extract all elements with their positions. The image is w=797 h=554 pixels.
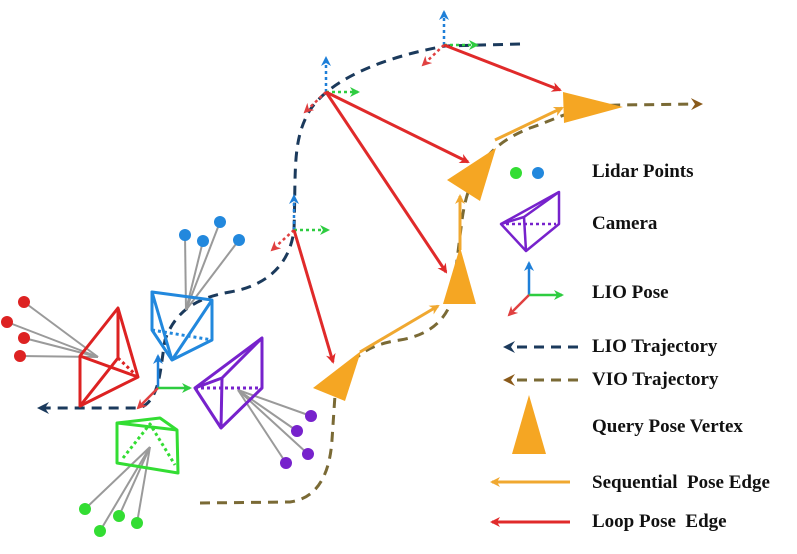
lidar-point <box>179 229 191 241</box>
camera-green <box>115 416 180 475</box>
query-vertex-3 <box>447 148 496 201</box>
legend-label-lio-trajectory: LIO Trajectory <box>592 336 718 357</box>
sequential-edge <box>494 106 564 142</box>
lidar-point <box>131 517 143 529</box>
query-vertex-2 <box>443 247 476 304</box>
vio-trajectory <box>199 98 703 505</box>
legend-label-lidar-points: Lidar Points <box>592 161 694 182</box>
legend-camera-icon <box>499 190 561 253</box>
lio-pose-2 <box>270 194 330 252</box>
lidar-point <box>214 216 226 228</box>
lio-trajectory <box>37 42 521 414</box>
lidar-point <box>305 410 317 422</box>
lidar-cluster-green <box>84 446 151 532</box>
lidar-point <box>291 425 303 437</box>
lio-pose-3 <box>303 56 360 114</box>
sequential-edges <box>359 106 564 354</box>
loop-edge <box>324 91 448 274</box>
query-vertex-1 <box>313 351 361 401</box>
lidar-point <box>197 235 209 247</box>
legend-lidar-blue-icon <box>532 167 544 179</box>
camera-purple <box>193 336 264 430</box>
sequential-edge <box>359 304 440 354</box>
lidar-point <box>302 448 314 460</box>
lidar-point <box>1 316 13 328</box>
lio-pose-1 <box>136 354 192 410</box>
legend-label-query-pose-vertex: Query Pose Vertex <box>592 416 743 437</box>
legend-label-lio-pose: LIO Pose <box>592 282 669 303</box>
lidar-point <box>233 234 245 246</box>
loop-edge <box>443 43 562 92</box>
lidar-point <box>18 296 30 308</box>
lidar-point <box>94 525 106 537</box>
lidar-point <box>280 457 292 469</box>
lidar-point <box>113 510 125 522</box>
legend-label-sequential-pose-edge: Sequential Pose Edge <box>592 472 770 493</box>
loop-edges <box>292 43 562 364</box>
lidar-point <box>18 332 30 344</box>
loop-edge <box>325 90 470 164</box>
legend-symbols <box>490 167 578 527</box>
lidar-point <box>14 350 26 362</box>
query-vertex-4 <box>563 92 623 123</box>
camera-blue <box>150 290 214 362</box>
legend-label-loop-pose-edge: Loop Pose Edge <box>592 511 727 532</box>
legend-lidar-green-icon <box>510 167 522 179</box>
legend-label-camera: Camera <box>592 213 658 234</box>
legend-label-vio-trajectory: VIO Trajectory <box>592 369 719 390</box>
lidar-point <box>79 503 91 515</box>
legend-query-vertex-icon <box>512 395 546 454</box>
camera-red <box>78 306 140 408</box>
legend-lio-pose-icon <box>507 261 564 317</box>
lio-pose-4 <box>421 10 479 67</box>
loop-edge <box>292 229 336 364</box>
